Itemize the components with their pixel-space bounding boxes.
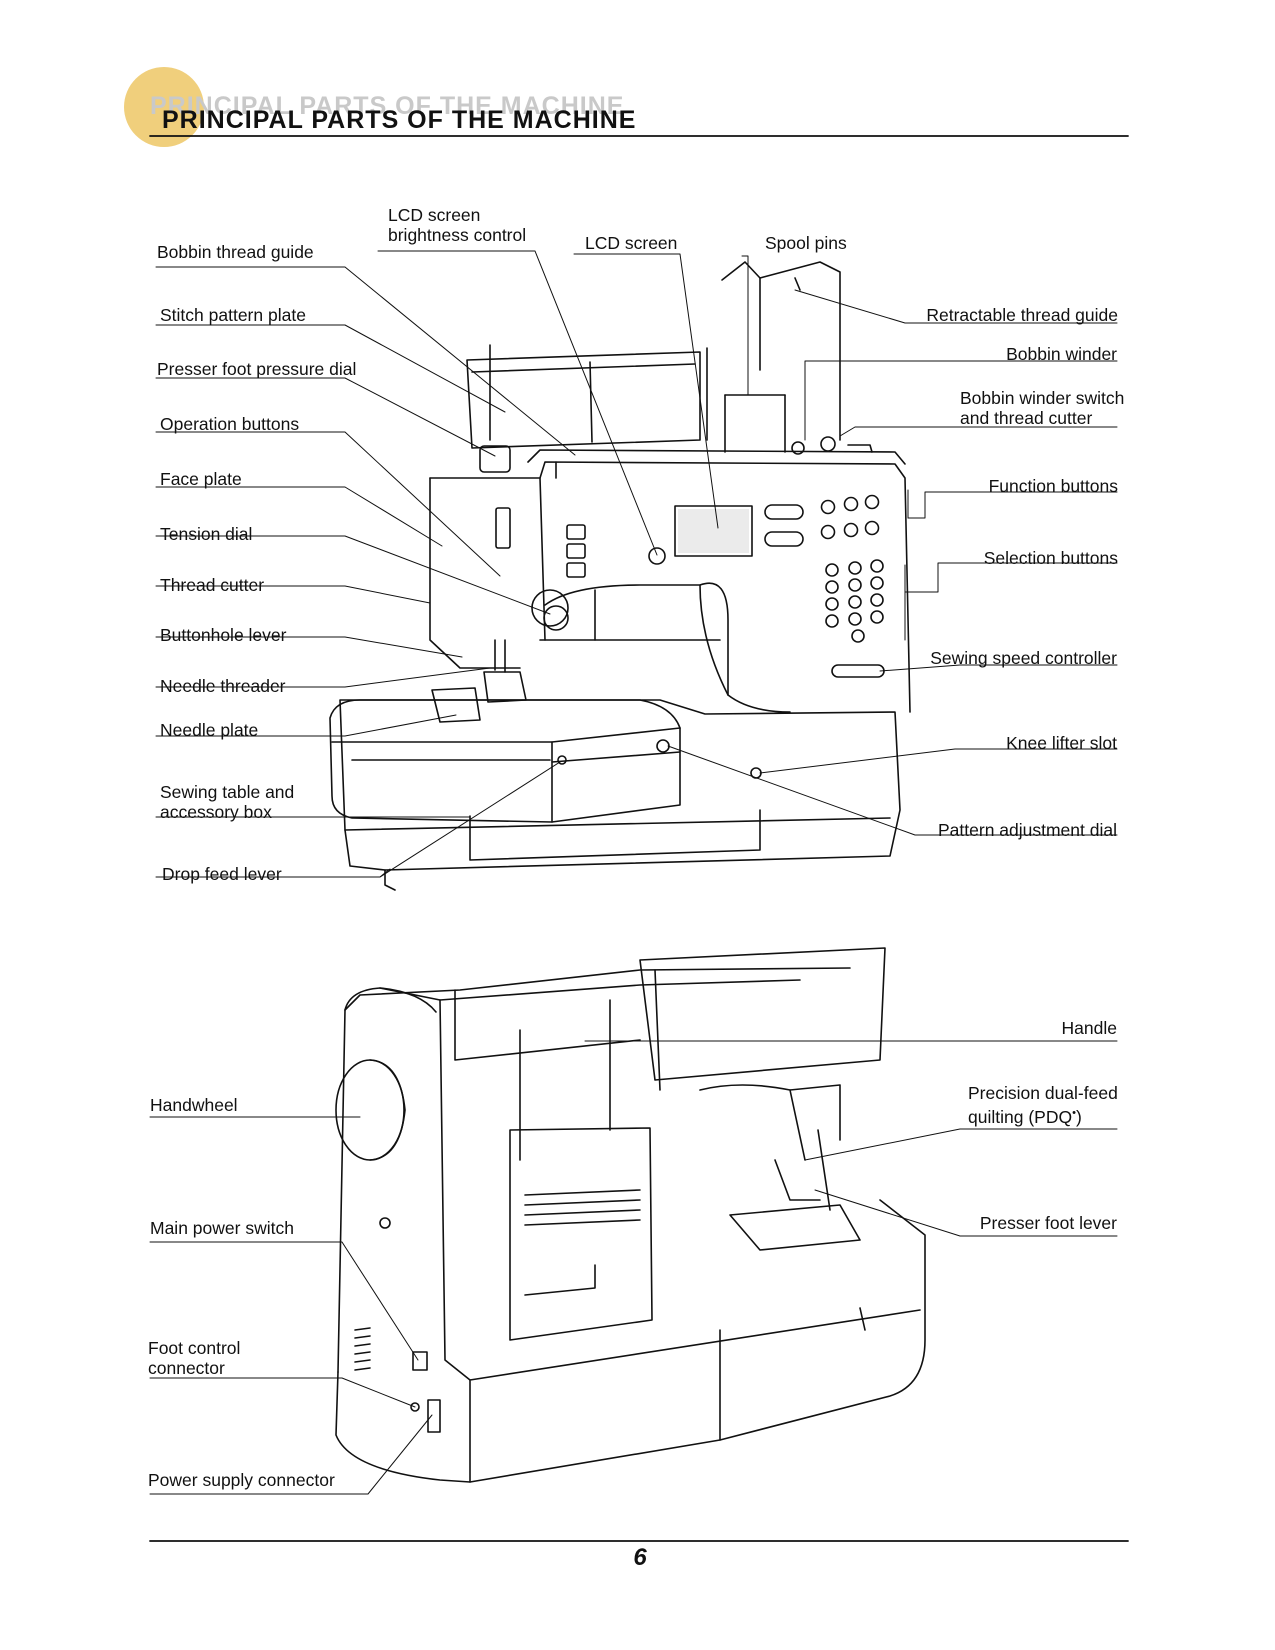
label-tension-dial: Tension dial	[160, 524, 253, 544]
label-handwheel: Handwheel	[150, 1095, 238, 1115]
bottom-diagram-leader-lines	[149, 1040, 1118, 1495]
label-stitch-pattern-plate: Stitch pattern plate	[160, 305, 306, 325]
page-number: 6	[633, 1544, 647, 1571]
label-needle-threader: Needle threader	[160, 676, 286, 696]
accent-circle	[124, 67, 204, 147]
label-bobbin-winder: Bobbin winder	[1006, 344, 1117, 364]
label-pattern-adjustment-dial: Pattern adjustment dial	[938, 820, 1117, 840]
label-face-plate: Face plate	[160, 469, 242, 489]
label-lcd-brightness-line2: brightness control	[388, 225, 527, 245]
label-pdq-registered-mark: •	[1072, 1107, 1076, 1119]
label-spool-pins: Spool pins	[765, 233, 847, 253]
label-bobbin-thread-guide: Bobbin thread guide	[157, 242, 314, 262]
label-operation-buttons: Operation buttons	[160, 414, 300, 434]
label-pdq: Precision dual-feed quilting (PDQ•)	[968, 1083, 1118, 1127]
label-sewing-table-line1: Sewing table and	[160, 782, 295, 802]
rear-view-machine-illustration	[335, 947, 926, 1483]
label-sewing-speed-controller: Sewing speed controller	[930, 648, 1117, 668]
label-sewing-table-line2: accessory box	[160, 802, 272, 822]
label-lcd-brightness-line1: LCD screen	[388, 205, 481, 225]
label-lcd-screen: LCD screen	[585, 233, 678, 253]
label-foot-control-line1: Foot control	[148, 1338, 241, 1358]
label-foot-control-line2: connector	[148, 1358, 225, 1378]
label-bobbin-winder-switch-line2: and thread cutter	[960, 408, 1093, 428]
top-diagram-leader-lines	[155, 250, 1118, 878]
label-function-buttons: Function buttons	[988, 476, 1118, 496]
label-presser-foot-pressure-dial: Presser foot pressure dial	[157, 359, 357, 379]
label-thread-cutter: Thread cutter	[160, 575, 265, 595]
label-foot-control-connector: Foot control connector	[148, 1338, 240, 1378]
label-presser-foot-lever: Presser foot lever	[979, 1213, 1117, 1233]
label-handle: Handle	[1061, 1018, 1117, 1038]
label-pdq-line2-text: quilting (PDQ	[968, 1106, 1073, 1127]
front-view-machine-illustration	[329, 261, 911, 891]
label-buttonhole-lever: Buttonhole lever	[160, 625, 287, 645]
label-sewing-table-accessory-box: Sewing table and accessory box	[160, 782, 294, 822]
label-needle-plate: Needle plate	[160, 720, 259, 740]
label-pdq-line2: quilting (PDQ•)	[968, 1103, 1118, 1127]
label-drop-feed-lever: Drop feed lever	[162, 864, 282, 884]
label-bobbin-winder-switch-line1: Bobbin winder switch	[960, 388, 1125, 408]
title-shadow: PRINCIPAL PARTS OF THE MACHINE	[150, 92, 625, 120]
label-bobbin-winder-switch: Bobbin winder switch and thread cutter	[960, 388, 1124, 428]
page-title: PRINCIPAL PARTS OF THE MACHINE	[162, 106, 637, 134]
label-knee-lifter-slot: Knee lifter slot	[1006, 733, 1117, 753]
label-pdq-close: )	[1075, 1106, 1082, 1127]
label-power-supply-connector: Power supply connector	[148, 1470, 335, 1490]
label-main-power-switch: Main power switch	[150, 1218, 294, 1238]
label-selection-buttons: Selection buttons	[983, 548, 1118, 568]
label-lcd-brightness-control: LCD screen brightness control	[388, 205, 526, 245]
label-retractable-thread-guide: Retractable thread guide	[926, 305, 1118, 325]
label-pdq-line1: Precision dual-feed	[968, 1083, 1118, 1103]
